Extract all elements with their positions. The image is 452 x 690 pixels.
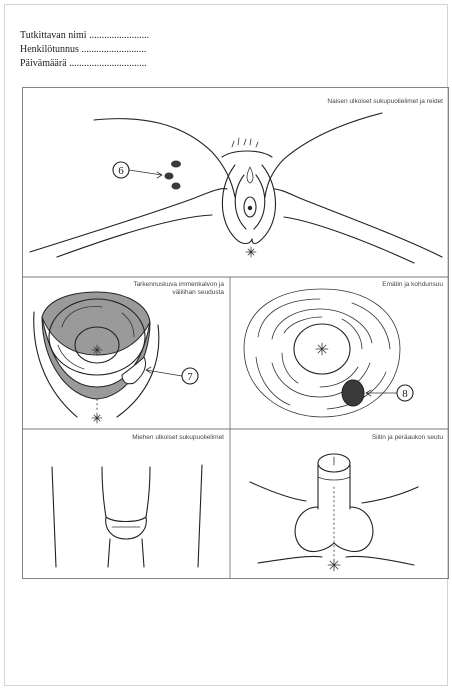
right-buttock-line	[346, 556, 414, 565]
right-inner-thigh	[284, 217, 414, 263]
thigh-inner-lines	[108, 539, 144, 567]
finding-mark-6b	[165, 173, 174, 180]
anus-mark-male	[328, 559, 340, 571]
pubic-hair	[232, 138, 258, 147]
finding-mark-6c	[172, 183, 181, 190]
personal-id-field: Henkilötunnus ..........................	[20, 44, 146, 56]
panel-male-external: Miehen ulkoiset sukupuolielimet	[52, 434, 224, 567]
finding-mark-8	[342, 380, 364, 406]
clitoral-hood	[247, 167, 253, 183]
left-thigh-line	[30, 188, 227, 252]
penis-right-side	[146, 467, 150, 517]
corona-line	[318, 477, 350, 480]
penis-left-side	[102, 467, 106, 517]
patient-name-field: Tutkittavan nimi .......................…	[20, 30, 149, 42]
cervical-os	[316, 343, 328, 355]
left-hip-line	[94, 119, 235, 197]
caption-penis-anal: Siitin ja peräaukon seutu	[372, 434, 444, 441]
anus-mark-closeup	[92, 413, 102, 423]
glans	[106, 517, 147, 539]
marker-6-label: 6	[118, 165, 124, 177]
panel-female-external: Naisen ulkoiset sukupuolielimet ja reide…	[30, 98, 443, 263]
mons-line	[222, 151, 272, 157]
right-leg-line	[198, 465, 202, 567]
caption-male-external: Miehen ulkoiset sukupuolielimet	[132, 434, 224, 441]
introitus-dot	[248, 206, 252, 210]
marker-6-arrow	[129, 170, 162, 178]
date-field: Päivämäärä .............................…	[20, 58, 147, 70]
left-groin-line	[250, 482, 306, 501]
marker-7-label: 7	[187, 371, 193, 383]
left-leg-line	[52, 467, 56, 567]
caption-vagina-cervix: Emätin ja kohdunsuu	[382, 281, 443, 288]
anus-mark	[246, 247, 256, 257]
panel-penis-anal: Siitin ja peräaukon seutu	[250, 434, 443, 571]
right-hip-line	[265, 113, 382, 197]
caption-hymen-line2: välilihan seudusta	[172, 289, 224, 296]
anatomy-diagram: Naisen ulkoiset sukupuolielimet ja reide…	[22, 87, 449, 579]
finding-mark-6a	[171, 161, 181, 168]
panel-vagina-cervix: Emätin ja kohdunsuu 8	[244, 281, 443, 417]
caption-hymen-line1: Tarkennuskuva immenkalvon ja	[133, 281, 224, 288]
left-buttock-line	[258, 556, 322, 563]
labia-majora-left	[222, 165, 252, 244]
panel-hymen-closeup: Tarkennuskuva immenkalvon ja välilihan s…	[34, 281, 225, 423]
right-thigh-line	[274, 189, 442, 257]
ring-2	[256, 299, 390, 409]
caption-female-external: Naisen ulkoiset sukupuolielimet ja reide…	[327, 98, 443, 105]
right-groin-line	[362, 487, 418, 503]
marker-8-label: 8	[402, 388, 408, 400]
